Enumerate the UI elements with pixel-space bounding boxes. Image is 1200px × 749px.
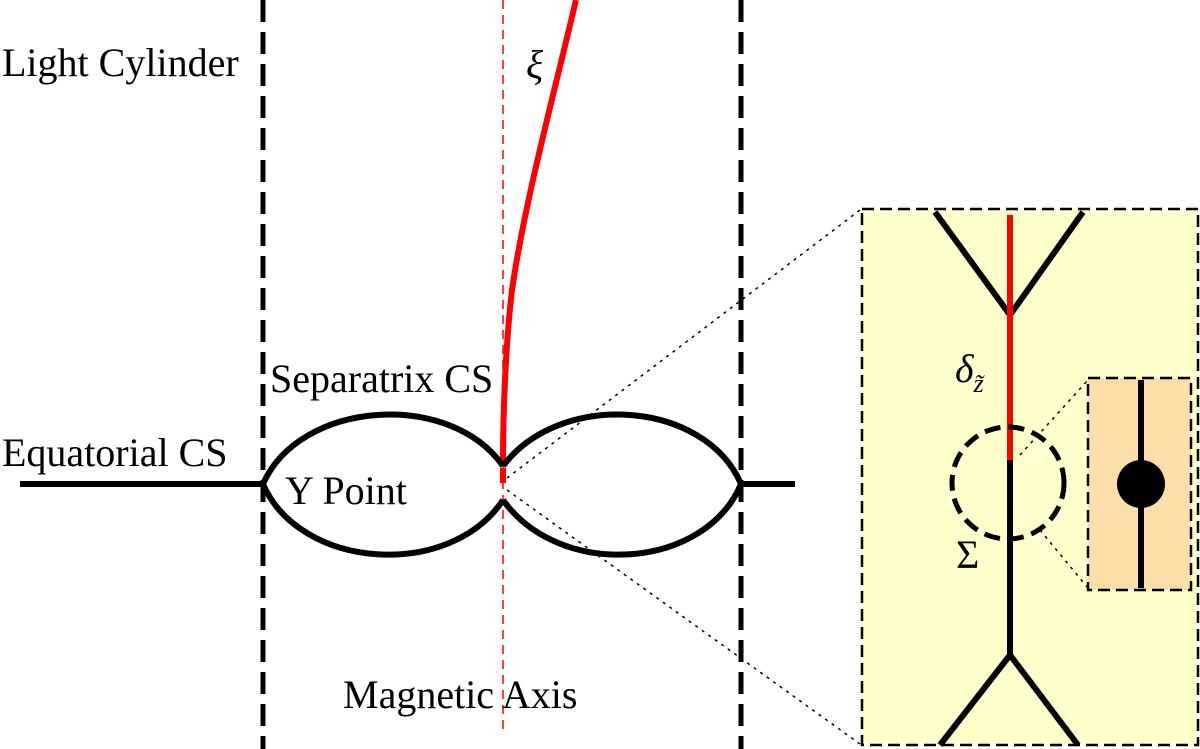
zoom2-guide-top: [1019, 379, 1089, 456]
separatrix-right-upper: [500, 411, 744, 486]
inset-lower-y-right-arm: [1007, 653, 1081, 747]
zoom-guide-bottom: [506, 489, 861, 745]
xi-current-sheet: [500, 0, 579, 463]
sigma-dashed-circle: [949, 424, 1067, 542]
label-sigma: Σ: [956, 532, 979, 577]
separatrix-left-lower: [260, 482, 506, 558]
label-xi: ξ: [526, 42, 544, 87]
label-delta-subscript: z̃: [973, 369, 986, 398]
inset2-dot: [1117, 460, 1165, 508]
zoom-guide-top: [506, 209, 861, 479]
separatrix-right-lower: [500, 482, 744, 558]
label-delta: δz̃: [955, 346, 985, 398]
label-delta-symbol: δ: [955, 346, 975, 391]
inset-upper-y-right-arm: [1007, 210, 1086, 317]
separatrix-left-upper: [260, 411, 506, 486]
inset-lower-y-left-arm: [937, 653, 1013, 747]
label-y-point: Y Point: [285, 468, 407, 513]
label-separatrix-cs: Separatrix CS: [270, 356, 493, 401]
label-magnetic-axis: Magnetic Axis: [343, 672, 577, 717]
inset-upper-y-left-arm: [932, 210, 1013, 317]
label-equatorial-cs: Equatorial CS: [2, 430, 228, 475]
label-light-cylinder: Light Cylinder: [2, 40, 239, 85]
